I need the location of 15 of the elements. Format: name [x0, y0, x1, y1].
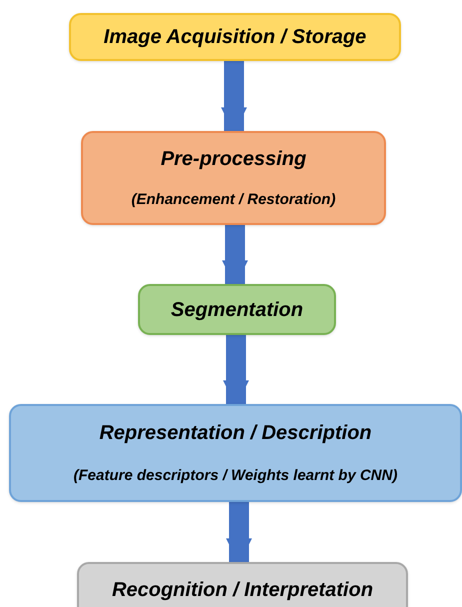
step-title: Segmentation — [170, 298, 304, 322]
process-box — [9, 404, 462, 502]
block-arrow — [222, 225, 248, 286]
step-title: Pre-processing — [160, 147, 306, 172]
process-box — [81, 131, 386, 225]
step-subtitle: (Enhancement / Restoration) — [131, 190, 336, 210]
process-box — [69, 13, 401, 61]
block-arrow — [223, 335, 249, 406]
process-box — [77, 562, 408, 607]
step-title: Representation / Description — [99, 421, 372, 446]
step-title: Image Acquisition / Storage — [104, 25, 366, 50]
step-title: Recognition / Interpretation — [112, 578, 374, 603]
process-box — [138, 284, 336, 335]
block-arrow — [221, 61, 247, 134]
step-subtitle: (Feature descriptors / Weights learnt by CNN) — [74, 466, 398, 486]
